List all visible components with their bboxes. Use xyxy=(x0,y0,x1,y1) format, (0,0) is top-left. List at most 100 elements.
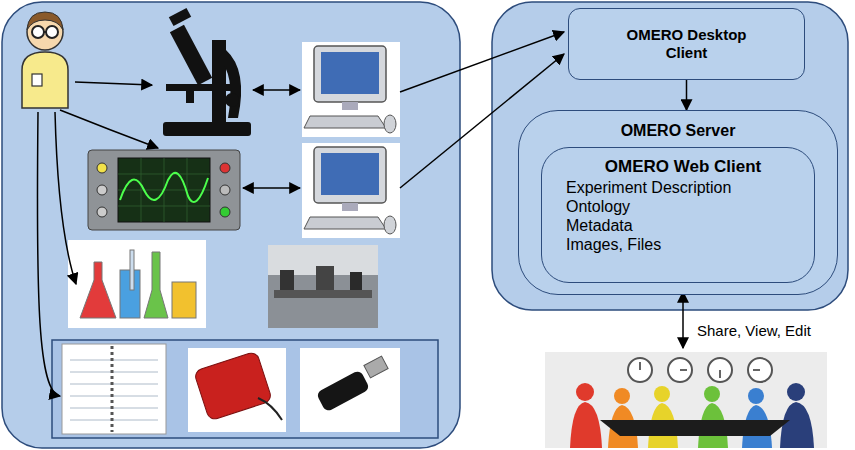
box-item: Metadata xyxy=(566,216,633,235)
computer-icon-part xyxy=(384,216,396,234)
flow-arrows-part xyxy=(682,292,684,348)
notebook-icon-part xyxy=(111,346,114,432)
lab-photo-part xyxy=(268,245,378,328)
oscilloscope-icon xyxy=(88,150,240,230)
flow-arrows-part xyxy=(37,112,60,396)
scientist-icon-part xyxy=(32,74,42,86)
box-title: OMERO Desktop Client xyxy=(617,26,757,62)
chemistry-glassware-part xyxy=(172,282,196,318)
usb-stick-icon-part xyxy=(300,348,400,432)
box-title: OMERO Web Client xyxy=(605,156,761,177)
computer-icon-part xyxy=(321,52,379,94)
meeting-picture-part xyxy=(545,352,827,448)
meeting-picture-part xyxy=(640,362,760,378)
scientist-icon-part xyxy=(27,12,63,30)
scientist-icon-part xyxy=(46,26,58,38)
omero-panel-part xyxy=(492,2,848,310)
oscilloscope-icon-part xyxy=(118,158,210,222)
computer-icon-part xyxy=(342,203,358,211)
hard-drive-icon-part xyxy=(194,351,273,421)
meeting-picture-part xyxy=(704,386,720,402)
lab-photo-part xyxy=(316,266,334,290)
meeting-picture-part xyxy=(600,420,790,436)
microscope-icon-part xyxy=(166,84,236,91)
chemistry-glassware-part xyxy=(130,250,134,290)
meeting-picture-part xyxy=(654,386,670,402)
storage-box-part xyxy=(52,340,438,438)
oscilloscope-icon-part xyxy=(220,163,230,173)
computer-icon-part xyxy=(304,116,386,128)
usb-stick-icon xyxy=(300,348,400,432)
chemistry-glassware-part xyxy=(144,252,168,318)
computer-icon xyxy=(302,42,400,137)
server-box: OMERO ServerOMERO Web ClientExperiment D… xyxy=(518,110,838,295)
oscilloscope-icon-part xyxy=(220,185,230,195)
lab-photo-part xyxy=(280,270,294,290)
meeting-picture-part xyxy=(780,402,814,448)
oscilloscope-icon-part xyxy=(120,173,208,202)
lab-panel xyxy=(2,2,460,448)
client-box: OMERO Desktop Client xyxy=(568,8,805,80)
notebook-icon xyxy=(62,344,166,434)
oscilloscope-icon-part xyxy=(220,207,230,217)
microscope-icon xyxy=(163,8,251,136)
meeting-picture xyxy=(545,352,827,448)
hard-drive-icon xyxy=(188,348,286,432)
computer-icon-part xyxy=(342,102,358,110)
flow-arrows xyxy=(37,32,683,396)
flow-arrows-part xyxy=(400,32,564,92)
lab-photo xyxy=(268,245,378,328)
chemistry-glassware xyxy=(68,240,206,328)
hard-drive-icon-part xyxy=(258,398,282,420)
oscilloscope-icon-part xyxy=(88,150,240,230)
lab-photo-part xyxy=(350,272,362,290)
box-item: Images, Files xyxy=(566,235,661,254)
flow-arrow xyxy=(686,80,688,110)
oscilloscope-icon-part xyxy=(118,158,210,222)
meeting-picture-part xyxy=(614,388,630,404)
notebook-icon-part xyxy=(62,344,166,434)
scientist-icon xyxy=(22,12,68,108)
computer-icon-part xyxy=(314,46,386,102)
omero-panel xyxy=(492,2,848,310)
storage-box xyxy=(52,340,438,438)
meeting-picture-part xyxy=(748,388,764,404)
flow-arrows-part xyxy=(55,112,76,284)
microscope-icon-part xyxy=(225,93,239,107)
scientist-icon-part xyxy=(32,26,44,38)
flow-arrows-part xyxy=(60,110,158,148)
computer-icon-part xyxy=(304,217,386,229)
chemistry-glassware-part xyxy=(80,262,116,318)
scientist-icon-part xyxy=(22,52,68,108)
hard-drive-icon-part xyxy=(188,348,286,432)
arrow-label: Share, View, Edit xyxy=(697,322,811,340)
oscilloscope-icon-part xyxy=(97,207,107,217)
microscope-icon-part xyxy=(169,8,191,26)
computer-icon-part xyxy=(302,42,400,137)
computer-icon-part xyxy=(314,147,386,203)
computer-icon-part xyxy=(321,153,379,195)
microscope-icon-part xyxy=(170,25,212,85)
microscope-icon-part xyxy=(186,91,194,103)
box-item: Ontology xyxy=(566,197,630,216)
microscope-icon-part xyxy=(163,122,251,136)
computer-icon xyxy=(302,143,400,238)
flow-arrows-part xyxy=(243,187,300,189)
flow-arrows-part xyxy=(253,89,300,91)
web-client-box: OMERO Web ClientExperiment DescriptionOn… xyxy=(541,147,815,283)
chemistry-glassware-part xyxy=(68,240,206,328)
scientist-icon-part xyxy=(44,31,46,33)
usb-stick-icon-part xyxy=(316,370,370,413)
meeting-picture-part xyxy=(787,383,805,401)
box-title: OMERO Server xyxy=(621,121,736,141)
meeting-picture-part xyxy=(576,383,594,401)
oscilloscope-icon-part xyxy=(97,185,107,195)
computer-icon-part xyxy=(302,143,400,238)
computer-icon-part xyxy=(384,115,396,133)
notebook-icon-part xyxy=(70,360,158,420)
usb-stick-icon-part xyxy=(364,356,388,378)
box-item: Experiment Description xyxy=(566,178,731,197)
lab-panel-part xyxy=(2,2,460,448)
oscilloscope-icon-part xyxy=(97,163,107,173)
flow-arrows-part xyxy=(75,82,152,85)
